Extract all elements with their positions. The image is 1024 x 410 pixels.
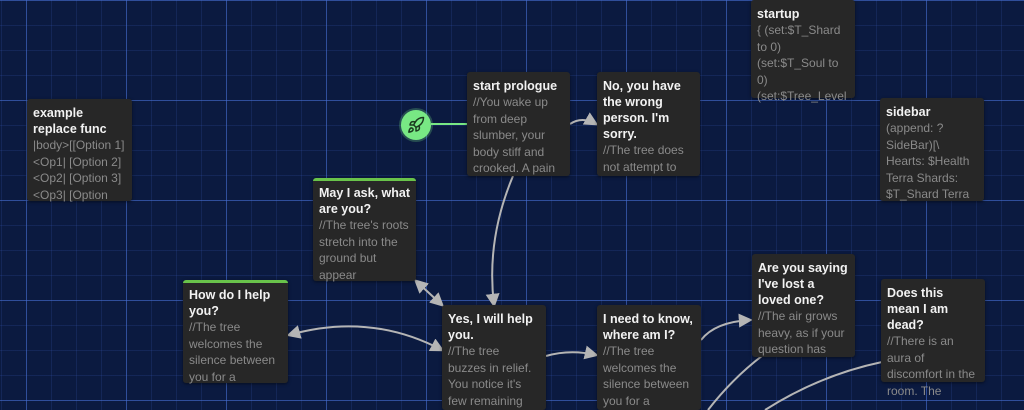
passage-title: start prologue — [473, 79, 558, 93]
rocket-icon — [408, 116, 425, 133]
passage-excerpt: //The tree welcomes the silence between … — [189, 320, 276, 384]
passage-card-wrong-person[interactable]: No, you have the wrong person. I'm sorry… — [597, 72, 700, 176]
link-arrow-prologue-to-wrong-person — [569, 112, 599, 126]
passage-title: Are you saying I've lost a loved one? — [758, 261, 848, 307]
passage-excerpt: |body>[[Option 1]<Op1| [Option 2]<Op2| [… — [33, 138, 125, 202]
passage-excerpt: //The air grows heavy, as if your questi… — [758, 309, 845, 356]
passage-card-example-replace-func[interactable]: example replace func |body>[[Option 1]<O… — [27, 99, 132, 202]
link-arrow-may-ask-to-yes — [413, 279, 445, 307]
passage-title: startup — [757, 7, 800, 21]
passage-title: May I ask, what are you? — [319, 186, 411, 216]
passage-title: Yes, I will help you. — [448, 312, 533, 342]
link-arrow-yes-to-need-to-know — [545, 345, 599, 360]
start-passage-badge[interactable] — [401, 110, 431, 140]
passage-excerpt: //There is an aura of discomfort in the … — [887, 334, 976, 398]
passage-excerpt: //The tree buzzes in relief. You notice … — [448, 344, 532, 408]
link-line-lower-right — [764, 361, 883, 410]
passage-card-startup[interactable]: startup { (set:$T_Shard to 0) (set:$T_So… — [751, 0, 855, 103]
link-line-lower-left — [707, 349, 771, 410]
link-arrow-help-to-yes — [286, 325, 445, 352]
passage-excerpt: (append: ?SideBar)[\ Hearts: $Health Ter… — [886, 121, 970, 201]
passage-excerpt: //The tree does not attempt to — [603, 143, 684, 174]
passage-title: I need to know, where am I? — [603, 312, 693, 342]
passage-title: How do I help you? — [189, 288, 271, 318]
passage-card-am-i-dead[interactable]: Does this mean I am dead? //There is an … — [881, 279, 985, 398]
passage-excerpt: { (set:$T_Shard to 0) (set:$T_Soul to 0)… — [757, 23, 847, 103]
passage-title: Does this mean I am dead? — [887, 286, 949, 332]
passage-card-sidebar[interactable]: sidebar (append: ?SideBar)[\ Hearts: $He… — [880, 98, 984, 201]
passage-card-yes-i-will-help[interactable]: Yes, I will help you. //The tree buzzes … — [442, 305, 546, 410]
passage-excerpt: //The tree's roots stretch into the grou… — [319, 218, 409, 282]
passage-card-need-to-know[interactable]: I need to know, where am I? //The tree w… — [597, 305, 701, 410]
passage-title: No, you have the wrong person. I'm sorry… — [603, 79, 681, 141]
passage-card-how-do-i-help[interactable]: How do I help you? //The tree welcomes t… — [183, 280, 288, 384]
passage-card-may-i-ask[interactable]: May I ask, what are you? //The tree's ro… — [313, 178, 416, 282]
link-arrow-prologue-to-yes — [485, 175, 514, 308]
passage-title: sidebar — [886, 105, 931, 119]
passage-excerpt: //The tree welcomes the silence between … — [603, 344, 690, 408]
passage-title: example replace func — [33, 106, 107, 136]
passage-card-start-prologue[interactable]: start prologue //You wake up from deep s… — [467, 72, 570, 176]
passage-excerpt: //You wake up from deep slumber, your bo… — [473, 95, 556, 175]
link-arrow-need-to-know-to-lost — [700, 313, 753, 341]
passage-card-lost-loved-one[interactable]: Are you saying I've lost a loved one? //… — [752, 254, 855, 357]
